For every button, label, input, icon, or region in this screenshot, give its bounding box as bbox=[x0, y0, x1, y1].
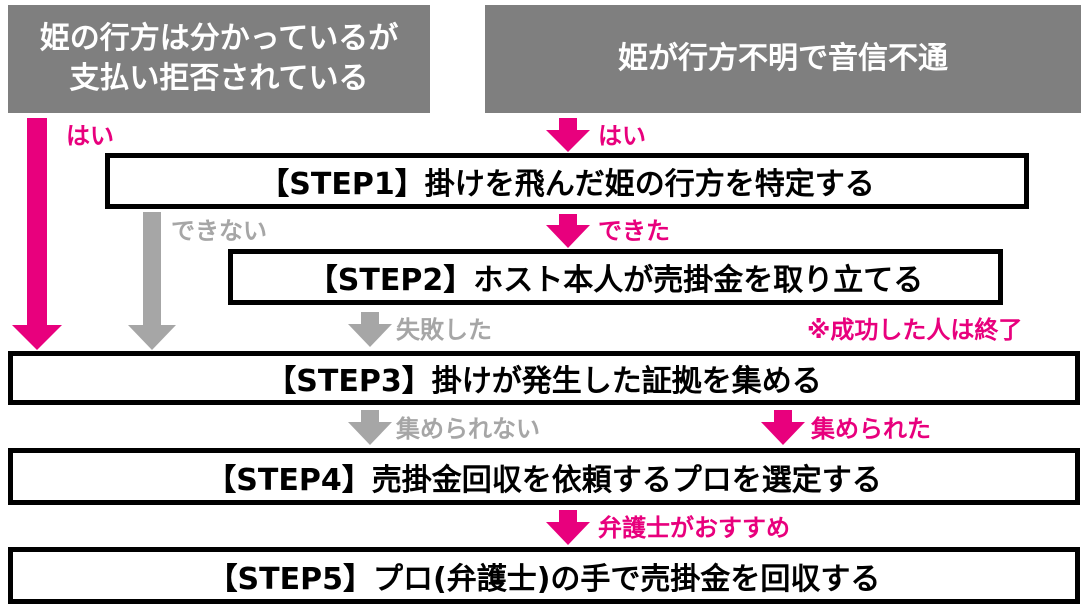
arrow-cannot bbox=[128, 212, 176, 350]
arrow-could bbox=[546, 214, 590, 248]
label-collected: 集められた bbox=[811, 415, 931, 443]
label-not-collected: 集められない bbox=[396, 415, 540, 443]
arrow-not-collected bbox=[348, 410, 392, 445]
step-1-box: 【STEP1】掛けを飛んだ姫の行方を特定する bbox=[105, 153, 1029, 209]
label-failed: 失敗した bbox=[396, 316, 492, 344]
step-1-text: 【STEP1】掛けを飛んだ姫の行方を特定する bbox=[259, 167, 875, 202]
step-4-box: 【STEP4】売掛金回収を依頼するプロを選定する bbox=[8, 448, 1080, 505]
condition-box-missing: 姫が行方不明で音信不通 bbox=[485, 5, 1081, 113]
step-4-text: 【STEP4】売掛金回収を依頼するプロを選定する bbox=[206, 462, 882, 498]
label-could: できた bbox=[598, 217, 670, 245]
label-yes-right: はい bbox=[598, 122, 646, 150]
step-5-text: 【STEP5】プロ(弁護士)の手で売掛金を回収する bbox=[207, 561, 881, 597]
arrow-collected bbox=[761, 410, 805, 445]
step-5-box: 【STEP5】プロ(弁護士)の手で売掛金を回収する bbox=[8, 547, 1080, 604]
label-cannot: できない bbox=[171, 217, 267, 245]
condition-text-line2: 支払い拒否されている bbox=[69, 61, 369, 96]
condition-box-known-whereabouts: 姫の行方は分かっているが 支払い拒否されている bbox=[8, 5, 430, 113]
arrow-yes-right bbox=[546, 118, 590, 152]
condition-text-line1: 姫の行方は分かっているが bbox=[39, 20, 399, 56]
step-3-text: 【STEP3】掛けが発生した証拠を集める bbox=[266, 364, 822, 399]
label-yes-left: はい bbox=[66, 122, 114, 150]
step-3-box: 【STEP3】掛けが発生した証拠を集める bbox=[8, 351, 1080, 405]
label-success-note: ※成功した人は終了 bbox=[807, 316, 1023, 344]
step-2-box: 【STEP2】ホスト本人が売掛金を取り立てる bbox=[228, 249, 1003, 305]
step-2-text: 【STEP2】ホスト本人が売掛金を取り立てる bbox=[307, 263, 924, 298]
arrow-lawyer bbox=[546, 510, 590, 545]
arrow-failed bbox=[348, 312, 392, 347]
arrow-yes-left bbox=[12, 118, 62, 350]
label-lawyer: 弁護士がおすすめ bbox=[598, 514, 790, 542]
condition-text-missing: 姫が行方不明で音信不通 bbox=[618, 40, 948, 76]
